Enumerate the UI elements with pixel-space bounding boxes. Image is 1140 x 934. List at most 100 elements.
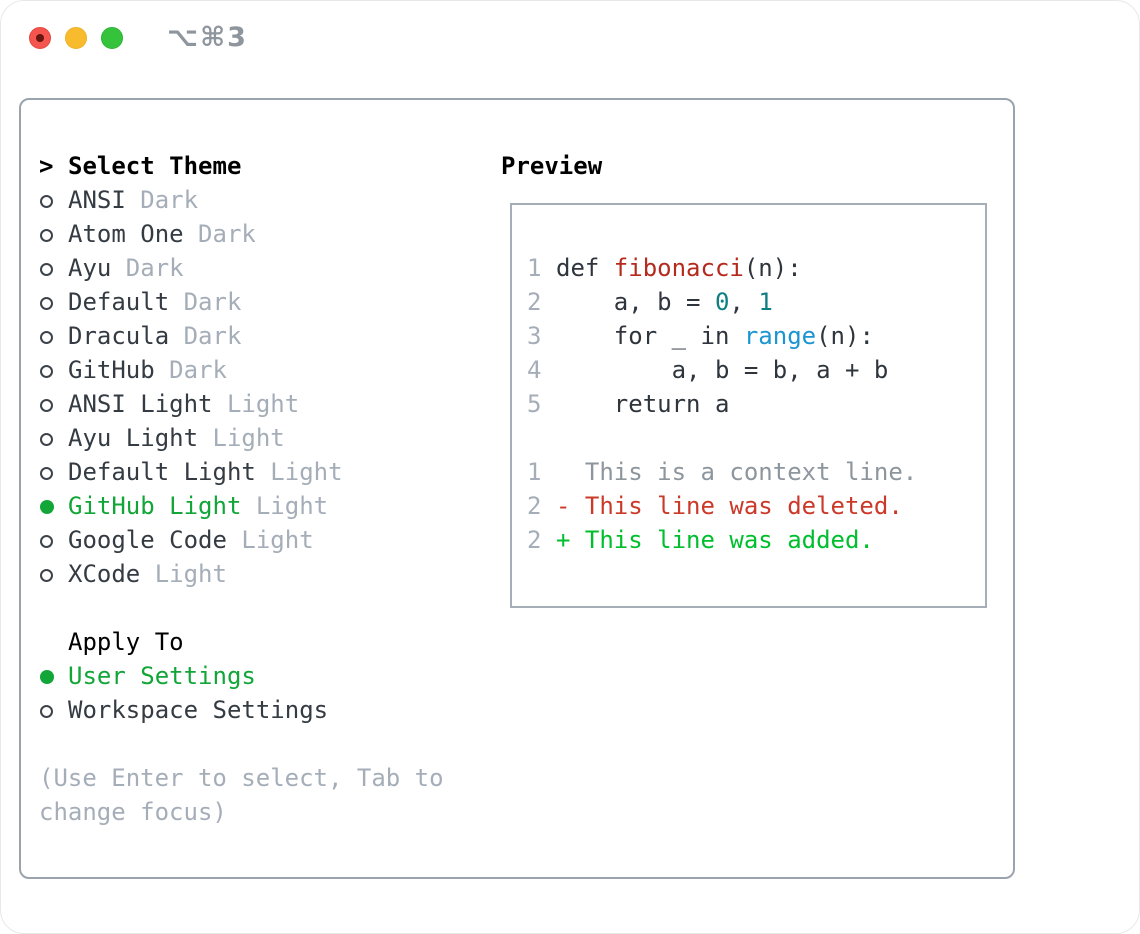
preview-line: 5 return a [527, 387, 985, 421]
preview-line: 1 def fibonacci(n): [527, 251, 985, 285]
option-variant-label: Dark [169, 288, 242, 316]
option-variant-label: Dark [125, 186, 199, 214]
code-token: (n): [816, 322, 874, 350]
option-variant-label: Dark [154, 356, 227, 384]
spacer [39, 727, 479, 761]
theme-option[interactable]: Google Code Light [39, 523, 479, 557]
code-token: return a [556, 390, 730, 418]
preview-line: 2- This line was deleted. [527, 489, 985, 523]
code-token: for _ in [556, 322, 744, 350]
preview-line: 2 + This line was added. [527, 523, 985, 557]
theme-option[interactable]: GitHub Light Light [39, 489, 479, 523]
code-token: , [729, 288, 759, 316]
option-variant-label: Light [198, 424, 285, 452]
code-token: a, b = b, a + b [556, 356, 889, 384]
option-label: Dracula [68, 322, 170, 350]
code-token: a, b = [556, 288, 715, 316]
code-token: 1 [758, 288, 773, 316]
theme-option[interactable]: GitHub Dark [39, 353, 479, 387]
usage-hint: (Use Enter to select, Tab to change focu… [39, 764, 444, 826]
option-label: Workspace Settings [68, 696, 329, 724]
radio-unselected-icon [40, 365, 53, 378]
apply-to-option[interactable]: Workspace Settings [39, 693, 479, 727]
line-number: 2 [527, 526, 542, 554]
theme-option[interactable]: ANSI Light Light [39, 387, 479, 421]
unsaved-dot-icon [36, 34, 44, 42]
spacer [39, 591, 479, 625]
option-variant-label: Dark [169, 322, 242, 350]
option-label: Atom One [68, 220, 184, 248]
preview-line: 3 for _ in range(n): [527, 319, 985, 353]
radio-unselected-icon [40, 229, 53, 242]
theme-option[interactable]: XCode Light [39, 557, 479, 591]
option-label: GitHub [68, 356, 155, 384]
selection-caret: > [39, 152, 54, 180]
theme-option[interactable]: Atom One Dark [39, 217, 479, 251]
option-variant-label: Light [212, 390, 300, 418]
radio-unselected-icon [40, 399, 53, 412]
radio-selected-icon [40, 670, 54, 684]
option-variant-label: Light [226, 526, 314, 554]
radio-unselected-icon [40, 331, 53, 344]
option-variant-label: Light [241, 492, 329, 520]
window-titlebar: ⌥⌘3 [1, 1, 1139, 75]
radio-selected-icon [40, 500, 54, 514]
minimize-button[interactable] [65, 27, 87, 49]
code-token: This is a context line. [556, 458, 918, 486]
option-label: Default [68, 288, 170, 316]
option-label: Ayu Light [68, 424, 199, 452]
option-label: XCode [68, 560, 141, 588]
radio-unselected-icon [40, 535, 53, 548]
preview-line: 4 a, b = b, a + b [527, 353, 985, 387]
radio-unselected-icon [40, 297, 53, 310]
line-number: 5 [527, 390, 542, 418]
apply-to-option[interactable]: User Settings [39, 659, 479, 693]
theme-option[interactable]: Default Light Light [39, 455, 479, 489]
option-variant-label: Light [140, 560, 227, 588]
radio-unselected-icon [40, 263, 53, 276]
apply-to-header-row: Apply To [39, 625, 479, 659]
option-variant-label: Dark [111, 254, 184, 282]
code-token: def [556, 254, 614, 282]
radio-unselected-icon [40, 433, 53, 446]
radio-unselected-icon [40, 705, 53, 718]
code-token: (n): [743, 254, 802, 282]
line-number: 2 [527, 288, 542, 316]
code-token: + This line was added. [556, 526, 874, 554]
select-theme-header: Select Theme [68, 152, 242, 180]
window-title: ⌥⌘3 [167, 22, 248, 53]
preview-line: 1 This is a context line. [527, 455, 985, 489]
option-label: Ayu [68, 254, 112, 282]
line-number: 1 [527, 458, 542, 486]
theme-option[interactable]: ANSI Dark [39, 183, 479, 217]
preview-line: 2 a, b = 0, 1 [527, 285, 985, 319]
preview-header: Preview [501, 152, 603, 180]
option-label: ANSI [68, 186, 126, 214]
code-token: 0 [714, 288, 730, 316]
option-label: Default Light [68, 458, 256, 486]
line-number: 2 [527, 492, 542, 520]
preview-line [527, 421, 985, 455]
line-number: 1 [527, 254, 542, 282]
theme-option[interactable]: Dracula Dark [39, 319, 479, 353]
maximize-button[interactable] [101, 27, 123, 49]
code-token: fibonacci [613, 254, 744, 282]
code-token: range [743, 322, 817, 350]
theme-option[interactable]: Ayu Dark [39, 251, 479, 285]
select-theme-header-row: > Select Theme [39, 149, 479, 183]
option-variant-label: Dark [183, 220, 256, 248]
radio-unselected-icon [40, 195, 53, 208]
close-button[interactable] [29, 27, 51, 49]
theme-option[interactable]: Default Dark [39, 285, 479, 319]
radio-unselected-icon [40, 569, 53, 582]
line-number: 3 [527, 322, 542, 350]
option-label: User Settings [68, 662, 256, 690]
theme-option[interactable]: Ayu Light Light [39, 421, 479, 455]
option-label: ANSI Light [68, 390, 213, 418]
